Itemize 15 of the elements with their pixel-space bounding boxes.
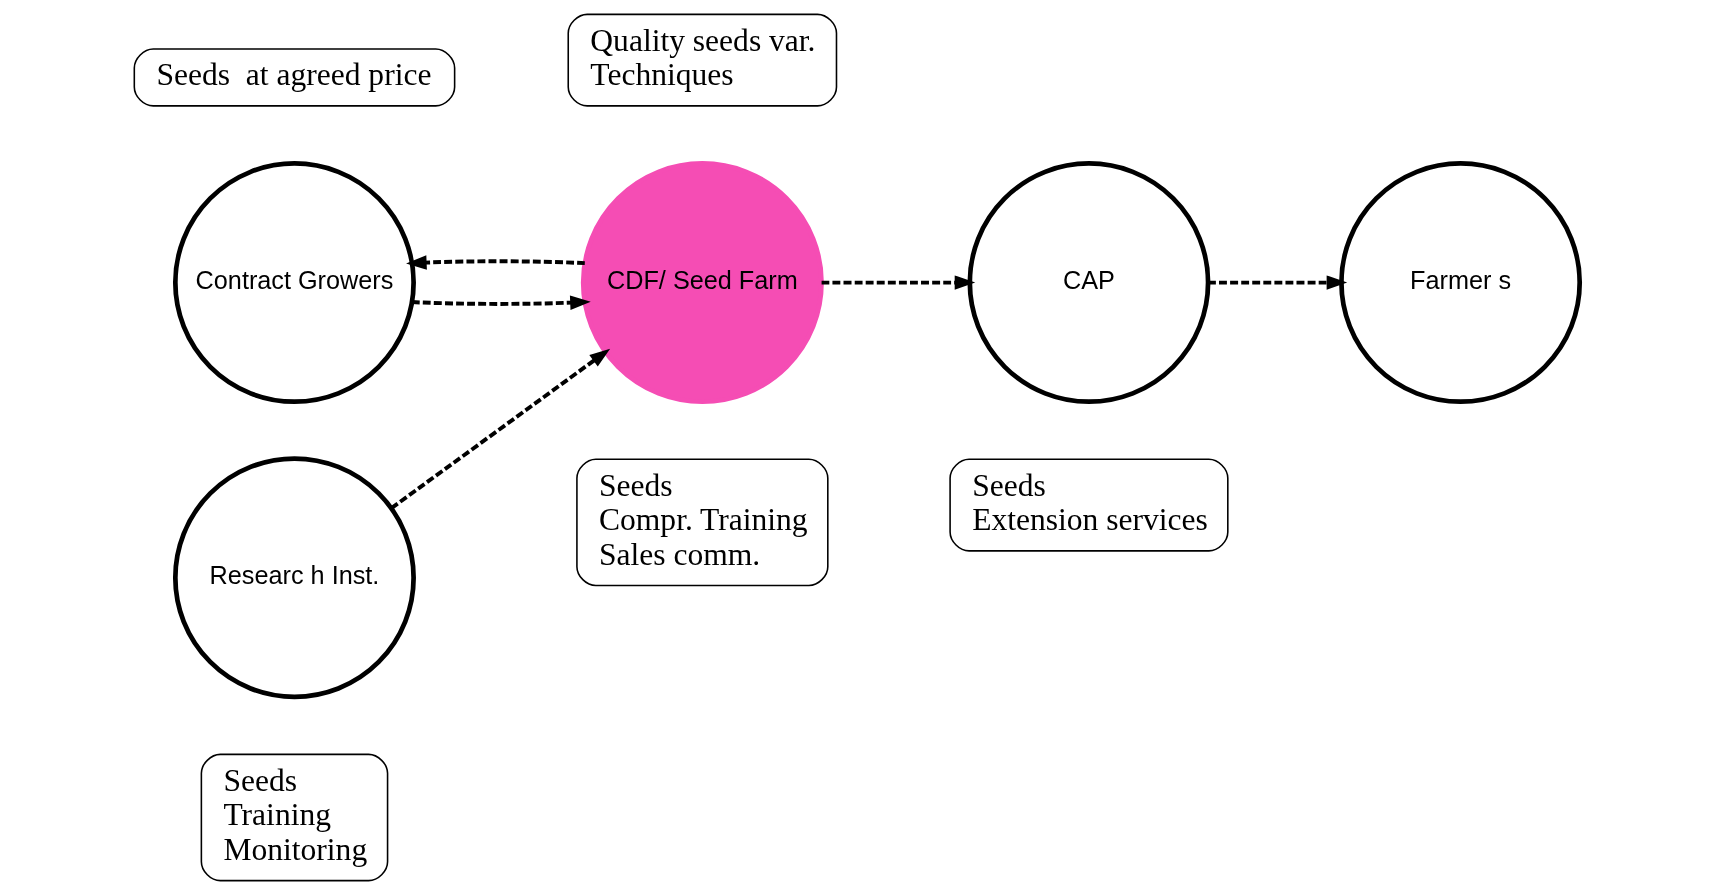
- node-box: Quality seeds var. Techniques: [566, 13, 837, 107]
- arrow: [405, 255, 585, 270]
- arrow: [1207, 275, 1347, 290]
- node-box: Seeds Training Monitoring: [200, 753, 388, 882]
- arrow: [821, 275, 975, 290]
- node-circle: Contract Growers: [172, 161, 416, 405]
- arrow: [389, 348, 610, 510]
- arrow: [411, 295, 591, 310]
- node-circle: Researc h Inst.: [172, 456, 416, 700]
- node-box: Seeds Extension services: [948, 458, 1229, 552]
- node-box: Seeds Compr. Training Sales comm.: [575, 458, 829, 587]
- node-circle: CDF/ Seed Farm: [580, 161, 824, 405]
- node-circle: Farmer s: [1338, 161, 1582, 405]
- node-circle: CAP: [966, 161, 1210, 405]
- node-box: Seeds at agreed price: [133, 48, 455, 107]
